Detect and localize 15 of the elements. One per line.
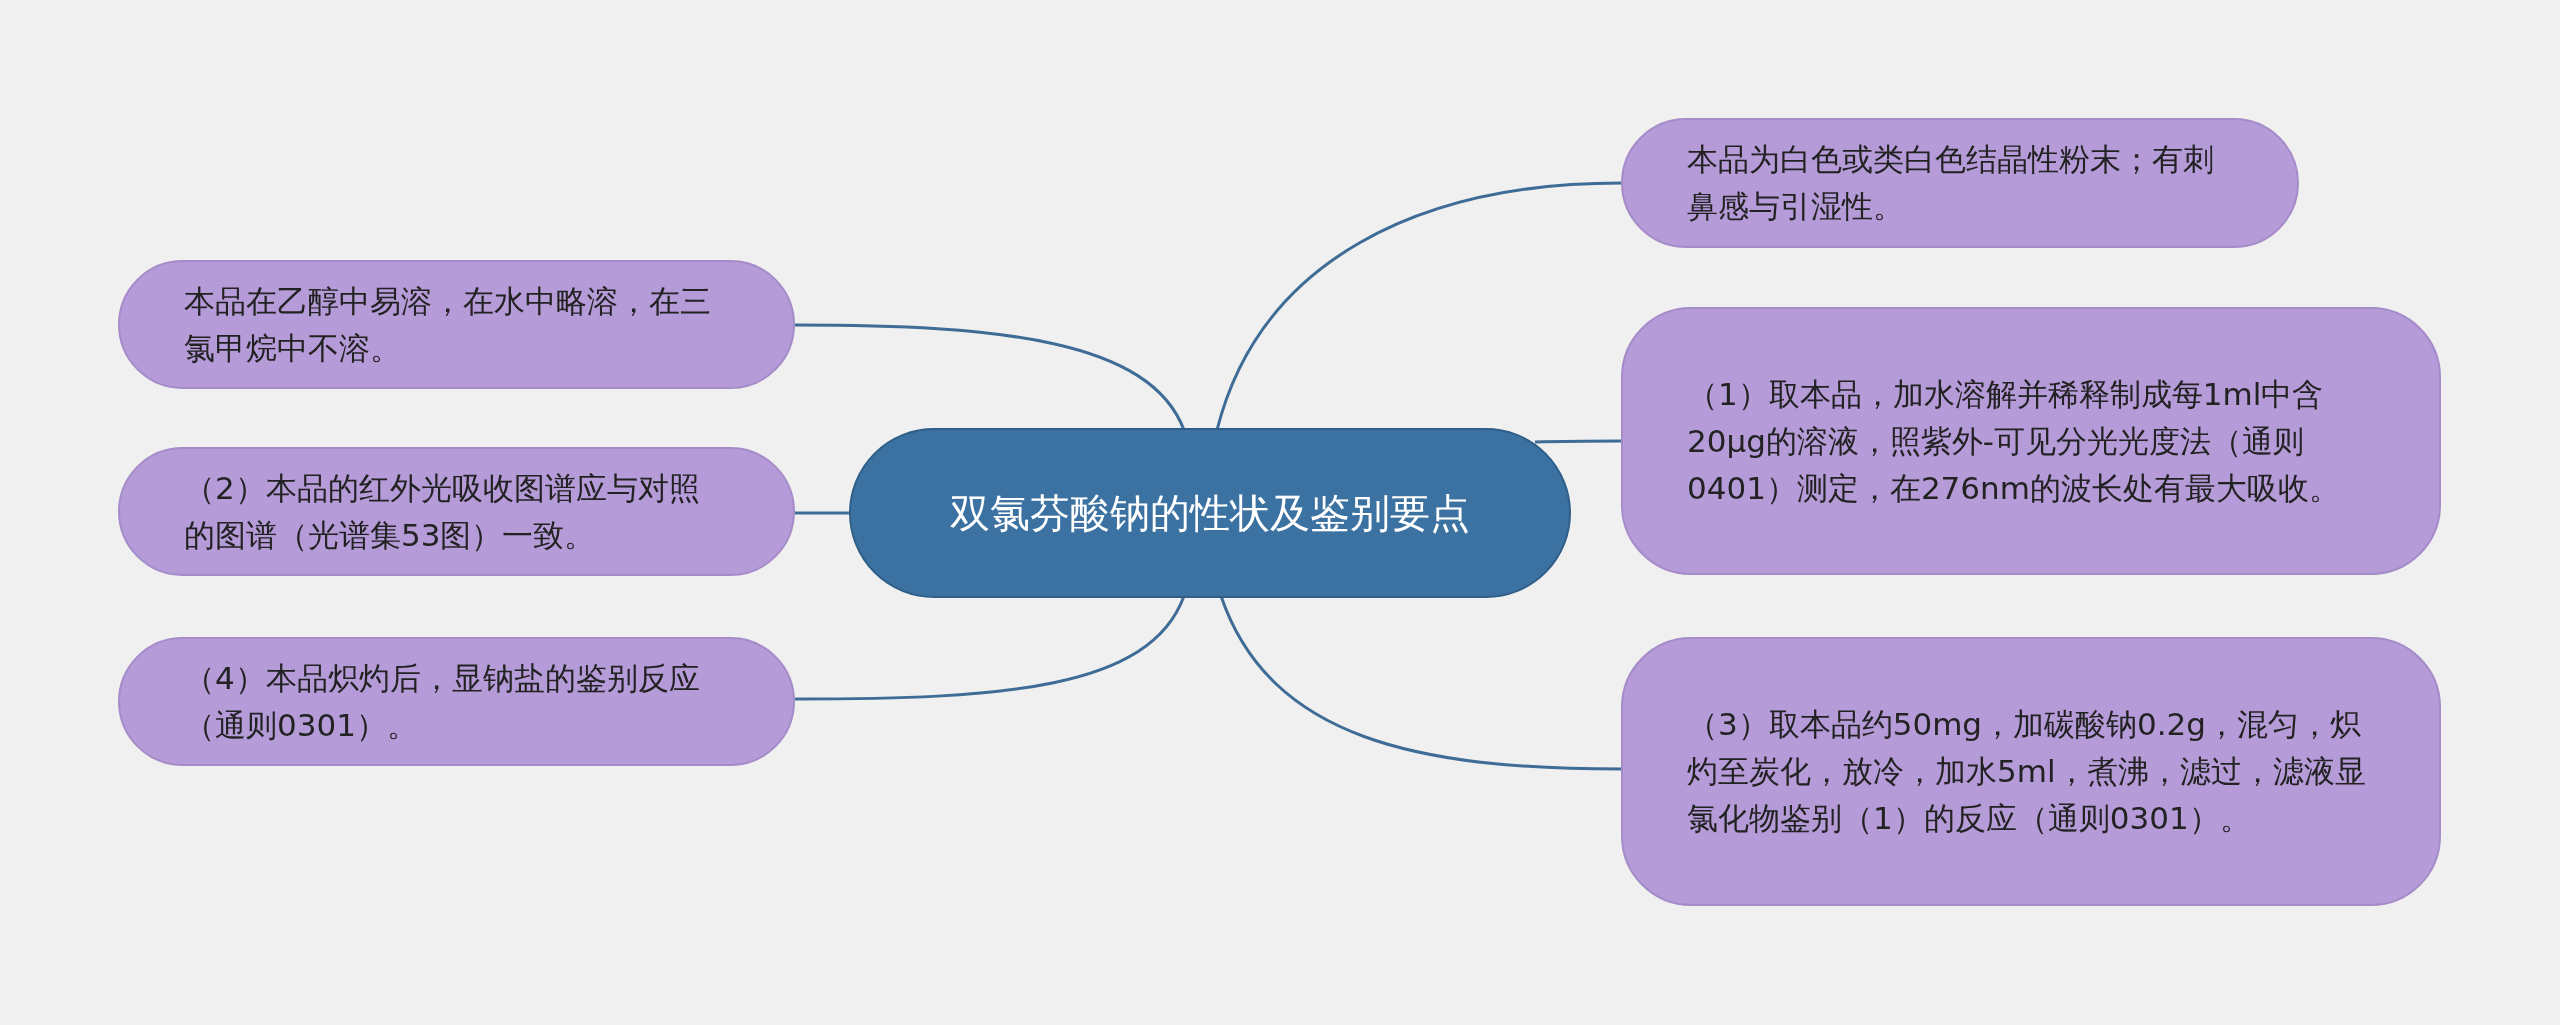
connector-line	[1534, 439, 1621, 444]
connector-line	[1219, 595, 1622, 771]
topic-text: （2）本品的红外光吸收图谱应与对照的图谱（光谱集53图）一致。	[184, 468, 701, 555]
connector-line	[795, 323, 1186, 431]
connector-line	[795, 511, 849, 515]
topic-box	[1621, 637, 2441, 906]
connector-line	[795, 595, 1186, 701]
topic-text: （4）本品炽灼后，显钠盐的鉴别反应（通则0301）。	[184, 658, 701, 745]
connector-line	[1215, 181, 1622, 431]
topic-text: 本品在乙醇中易溶，在水中略溶，在三氯甲烷中不溶。	[184, 281, 712, 368]
topic-text: 本品为白色或类白色结晶性粉末；有刺鼻感与引湿性。	[1687, 140, 2215, 226]
topic-box	[1621, 307, 2441, 575]
topic-text: （3）取本品约50mg，加碳酸钠0.2g，混匀，炽灼至炭化，放冷，加水5ml，煮沸，滤过，滤液显氯化物鉴别（1）的反应（通则0301）。	[1687, 705, 2367, 838]
topic-text: （1）取本品，加水溶解并稀释制成每1ml中含20μg的溶液，照紫外-可见分光光度法（通则0401）测定，在276nm的波长处有最大吸收。	[1687, 374, 2341, 508]
central-topic-text: 双氯芬酸钠的性状及鉴别要点	[950, 489, 1470, 538]
